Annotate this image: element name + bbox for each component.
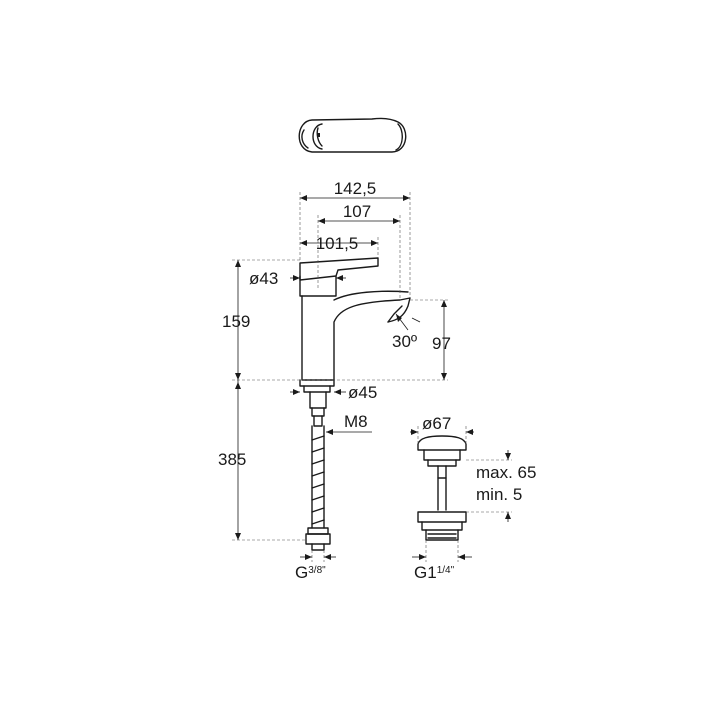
logo-mark [317, 133, 320, 137]
dim-spout-height: 97 [432, 334, 451, 353]
dim-spout-angle: 30º [392, 332, 417, 351]
dim-handle-length: 101,5 [316, 234, 359, 253]
dim-hose-connection: G3/8" [295, 563, 326, 582]
dim-waste-min: min. 5 [476, 485, 522, 504]
dim-hose-length: 385 [218, 450, 246, 469]
waste-valve [417, 435, 467, 541]
faucet-dimensions [232, 192, 450, 562]
handle-top-view [298, 117, 407, 153]
dim-total-height: 159 [222, 312, 250, 331]
dim-waste-max: max. 65 [476, 463, 536, 482]
dim-thread-size: M8 [344, 412, 368, 431]
dim-overall-width: 142,5 [334, 179, 377, 198]
faucet-body [299, 257, 411, 551]
waste-connection-frac: 1/4" [437, 565, 455, 576]
dim-base-diameter: ø45 [348, 383, 377, 402]
dim-waste-connection: G11/4" [414, 563, 455, 582]
dim-waste-diameter: ø67 [422, 414, 451, 433]
dim-body-diameter: ø43 [249, 269, 278, 288]
waste-dimensions [410, 426, 512, 562]
dim-spout-reach: 107 [343, 202, 371, 221]
hose-connection-main: G [295, 563, 308, 582]
hose-connection-frac: 3/8" [308, 565, 326, 576]
waste-connection-main: G [414, 563, 427, 582]
waste-connection-int: 1 [427, 563, 436, 582]
